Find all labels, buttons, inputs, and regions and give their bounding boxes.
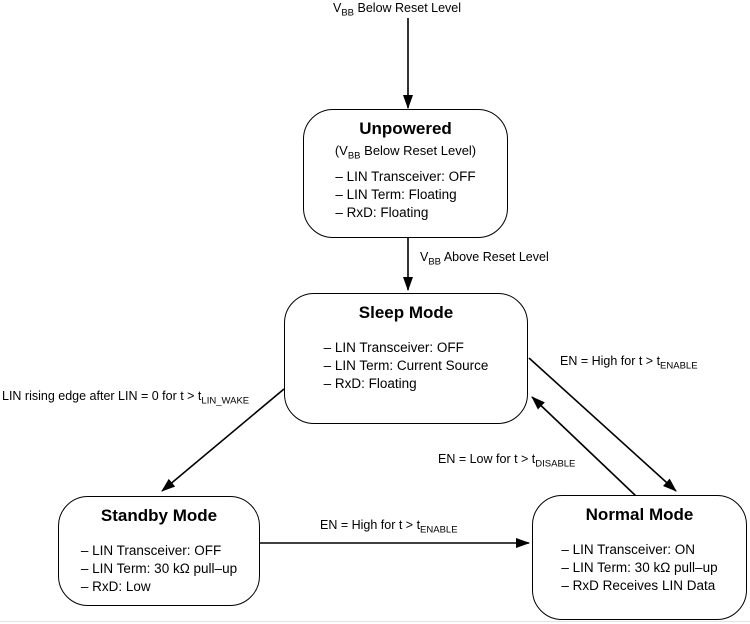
state-bullet: – LIN Term: Floating: [335, 187, 457, 202]
state-bullet: – RxD Receives LIN Data: [561, 578, 716, 593]
state-sleep-mode: Sleep Mode – LIN Transceiver: OFF – LIN …: [284, 293, 528, 424]
state-bullet: – LIN Term: Current Source: [323, 358, 489, 373]
label-vbb-below-reset: VBB Below Reset Level: [333, 1, 462, 19]
state-properties: – LIN Transceiver: OFF – LIN Term: 30 kΩ…: [81, 542, 237, 596]
state-bullet: – LIN Transceiver: OFF: [335, 169, 476, 184]
state-standby-mode: Standby Mode – LIN Transceiver: OFF – LI…: [58, 496, 260, 606]
state-bullet: – RxD: Low: [80, 579, 151, 594]
state-bullet: – LIN Term: 30 kΩ pull–up: [80, 561, 238, 576]
state-title: Normal Mode: [585, 505, 694, 524]
state-subtitle: (VBB Below Reset Level): [334, 143, 477, 162]
state-bullet: – LIN Transceiver: OFF: [323, 340, 464, 355]
figure-bottom-rule: [0, 621, 750, 622]
state-bullet: – LIN Transceiver: OFF: [80, 543, 222, 558]
label-en-low-disable: EN = Low for t > tDISABLE: [438, 452, 576, 470]
arrow-sleep-to-normal: [528, 357, 677, 492]
label-en-high-enable-upper: EN = High for t > tENABLE: [560, 354, 698, 372]
state-normal-mode: Normal Mode – LIN Transceiver: ON – LIN …: [532, 495, 747, 620]
arrow-normal-to-sleep: [531, 396, 637, 497]
state-bullet: – LIN Term: 30 kΩ pull–up: [561, 560, 718, 575]
label-en-high-enable-lower: EN = High for t > tENABLE: [320, 518, 458, 536]
state-bullet: – LIN Transceiver: ON: [561, 542, 695, 557]
state-properties: – LIN Transceiver: ON – LIN Term: 30 kΩ …: [561, 541, 717, 595]
state-bullet: – RxD: Floating: [323, 376, 417, 391]
state-properties: – LIN Transceiver: OFF – LIN Term: Float…: [335, 168, 475, 222]
label-vbb-above-reset: VBB Above Reset Level: [420, 250, 549, 268]
state-title: Unpowered: [359, 119, 452, 138]
arrow-sleep-to-standby: [161, 388, 285, 492]
state-unpowered: Unpowered (VBB Below Reset Level) – LIN …: [303, 109, 508, 238]
state-title: Sleep Mode: [358, 303, 454, 322]
label-lin-wake: LIN rising edge after LIN = 0 for t > tL…: [2, 389, 250, 407]
state-title: Standby Mode: [100, 506, 218, 525]
state-properties: – LIN Transceiver: OFF – LIN Term: Curre…: [324, 339, 489, 393]
state-bullet: – RxD: Floating: [335, 205, 429, 220]
